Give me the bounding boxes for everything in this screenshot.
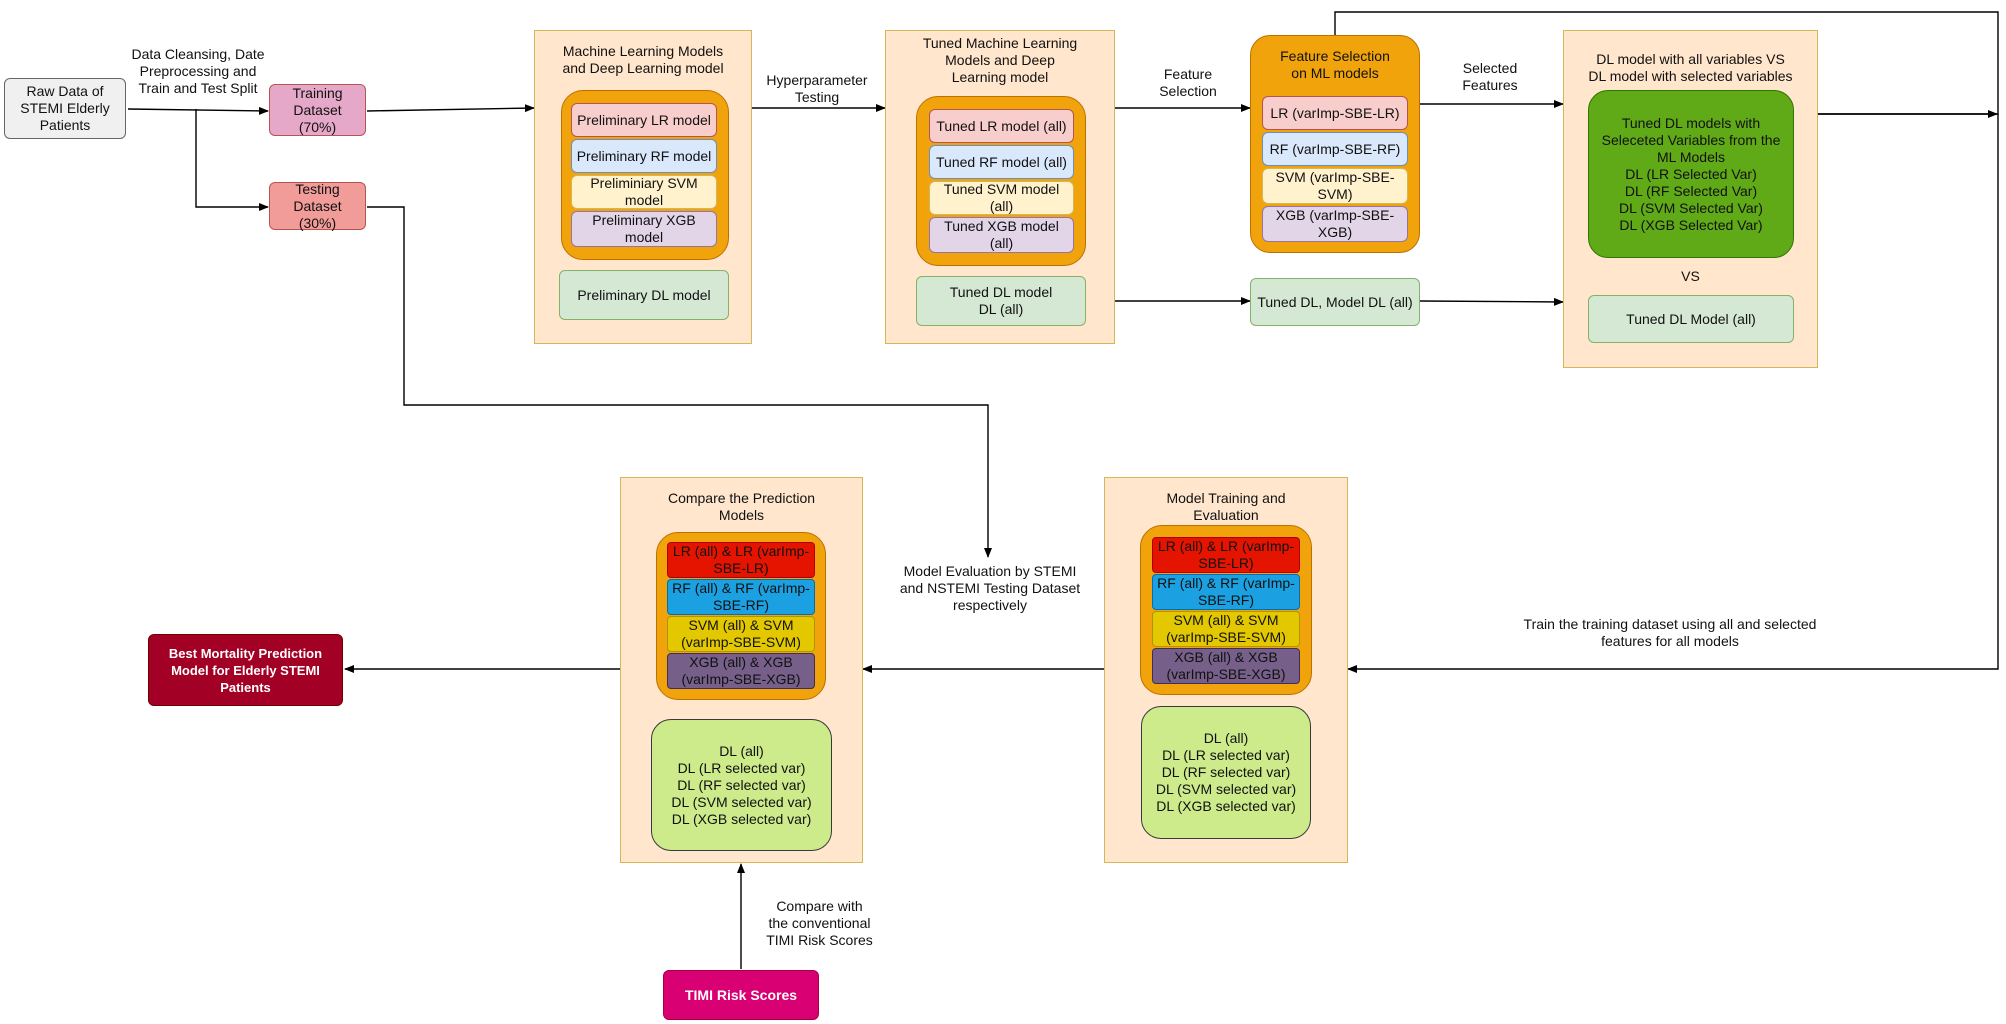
edge-label-cleansing: Data Cleansing, Date Preprocessing and T… (131, 46, 265, 96)
edge-label-feature-selection: Feature Selection (1159, 66, 1217, 99)
training-rf-node: RF (all) & RF (varImp- SBE-RF) (1152, 574, 1300, 610)
preliminary-rf-node: Preliminary RF model (571, 139, 717, 173)
tuned-lr-node: Tuned LR model (all) (929, 109, 1074, 143)
arrow-train-to-ml-panel (366, 104, 535, 113)
tuned-dl-node: Tuned DL model DL (all) (916, 276, 1086, 326)
ml-dl-models-title: Machine Learning Models and Deep Learnin… (562, 43, 724, 76)
preliminary-lr-node: Preliminary LR model (571, 103, 717, 137)
tuned-dl-selected-node: Tuned DL models with Seleceted Variables… (1588, 90, 1794, 258)
fs-xgb-node: XGB (varImp-SBE- XGB) (1262, 206, 1408, 242)
tuned-dl-model-all-node: Tuned DL Model (all) (1588, 295, 1794, 343)
tuned-rf-node: Tuned RF model (all) (929, 145, 1074, 179)
preliminary-svm-node: Preliminiary SVM model (571, 175, 717, 209)
arrow-raw-to-train (127, 106, 269, 115)
fs-rf-node: RF (varImp-SBE-RF) (1262, 132, 1408, 166)
tuned-svm-node: Tuned SVM model (all) (929, 181, 1074, 215)
fs-lr-node: LR (varImp-SBE-LR) (1262, 96, 1408, 130)
compare-svm-node: SVM (all) & SVM (varImp-SBE-SVM) (667, 616, 815, 652)
edge-label-hyperparameter: Hyperparameter Testing (766, 72, 868, 105)
feature-selection-title: Feature Selection on ML models (1280, 48, 1390, 81)
compare-rf-node: RF (all) & RF (varImp- SBE-RF) (667, 579, 815, 615)
training-dataset-node: Training Dataset (70%) (269, 84, 366, 136)
edge-label-selected-features: Selected Features (1462, 60, 1518, 93)
training-lr-node: LR (all) & LR (varImp- SBE-LR) (1152, 537, 1300, 573)
model-training-title: Model Training and Evaluation (1166, 490, 1286, 523)
arrow-split-to-test (195, 109, 269, 211)
arrow-tuned-dl-all-to-dl-panel (1419, 297, 1564, 306)
training-dl-node: DL (all) DL (LR selected var) DL (RF sel… (1141, 706, 1311, 839)
tuned-dl-all-node: Tuned DL, Model DL (all) (1250, 278, 1420, 326)
edge-label-train: Train the training dataset using all and… (1523, 616, 1817, 649)
training-svm-node: SVM (all) & SVM (varImp-SBE-SVM) (1152, 611, 1300, 647)
tuned-xgb-node: Tuned XGB model (all) (929, 217, 1074, 253)
edge-label-timi: Compare with the conventional TIMI Risk … (766, 898, 873, 948)
fs-svm-node: SVM (varImp-SBE- SVM) (1262, 168, 1408, 204)
best-model-node: Best Mortality Prediction Model for Elde… (148, 634, 343, 706)
raw-data-node: Raw Data of STEMI Elderly Patients (4, 78, 126, 139)
compare-dl-node: DL (all) DL (LR selected var) DL (RF sel… (651, 719, 832, 851)
timi-risk-scores-node: TIMI Risk Scores (663, 970, 819, 1020)
compare-xgb-node: XGB (all) & XGB (varImp-SBE-XGB) (667, 653, 815, 689)
arrow-right-edge-to-training (1347, 114, 1999, 673)
preliminary-dl-node: Preliminary DL model (559, 270, 729, 320)
arrow-test-to-evaluation (367, 206, 992, 558)
vs-label: VS (1681, 268, 1700, 284)
tuned-models-title: Tuned Machine Learning Models and Deep L… (922, 35, 1078, 85)
compare-lr-node: LR (all) & LR (varImp- SBE-LR) (667, 542, 815, 578)
preliminary-xgb-node: Preliminary XGB model (571, 211, 717, 247)
dl-comparison-title: DL model with all variables VS DL model … (1588, 51, 1793, 84)
compare-models-title: Compare the Prediction Models (667, 490, 816, 523)
edge-label-evaluation: Model Evaluation by STEMI and NSTEMI Tes… (899, 563, 1081, 613)
testing-dataset-node: Testing Dataset (30%) (269, 181, 366, 231)
training-xgb-node: XGB (all) & XGB (varImp-SBE-XGB) (1152, 648, 1300, 684)
